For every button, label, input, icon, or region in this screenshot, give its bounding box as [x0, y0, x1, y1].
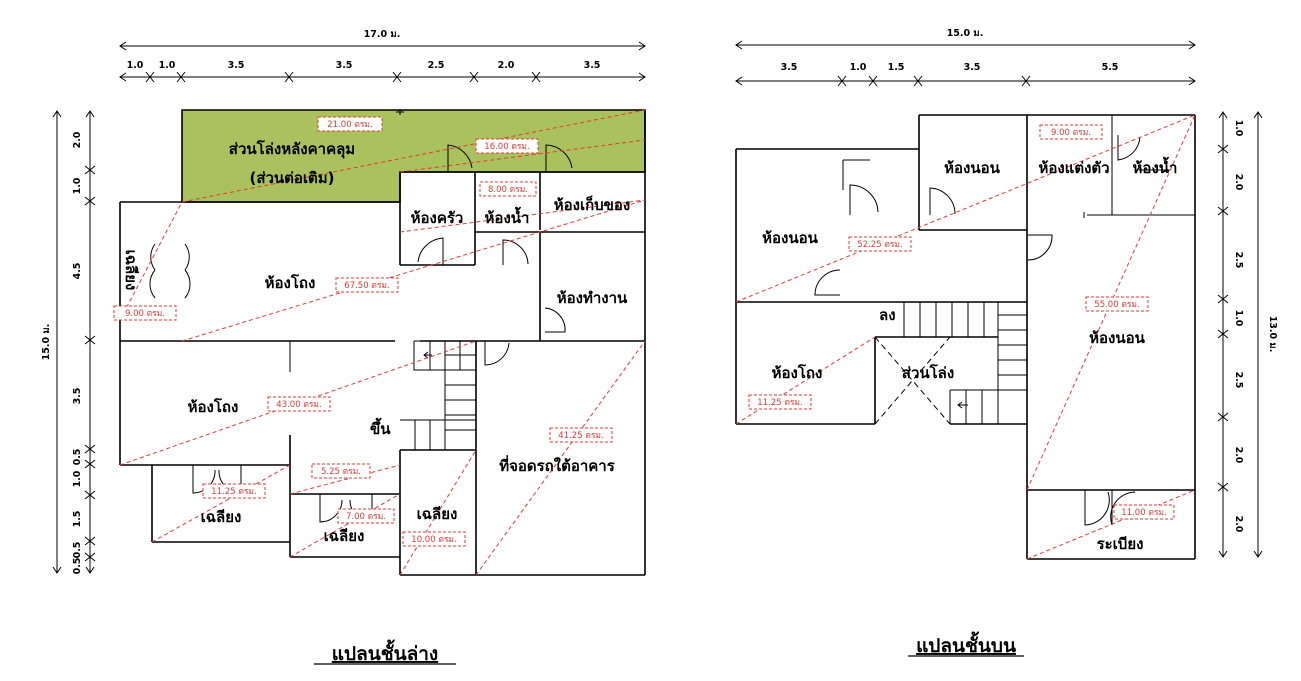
room-balcony: ระเบียง [1097, 535, 1144, 553]
upper-staircase: ลง [874, 302, 1027, 425]
upper-doors [814, 135, 1141, 526]
area-porch-2: 7.00 ตรม. [346, 512, 386, 522]
upper-top-dim-5: 5.5 [1102, 62, 1119, 73]
lower-left-dim-6: 1.0 [72, 470, 83, 487]
upper-right-dim-2: 2.0 [1233, 174, 1244, 191]
area-hall-lower: 43.00 ตรม. [276, 400, 321, 410]
room-parking: ที่จอดรถใต้อาคาร [499, 455, 616, 475]
upper-right-dim-5: 2.5 [1233, 372, 1244, 389]
area-kitchen-zone: 16.00 ตรม. [484, 142, 529, 152]
lower-top-dim-6: 2.0 [498, 60, 515, 71]
lower-top-dim-4: 3.5 [336, 60, 353, 71]
upper-floor-plan: 15.0 ม. 3.5 1.0 1.5 3.5 5.5 1.0 2.0 2.5 … [735, 28, 1278, 657]
upper-total-depth-label: 13.0 ม. [1267, 316, 1278, 353]
upper-total-width-dimension: 15.0 ม. [735, 28, 1196, 50]
lower-top-dim-5: 2.5 [428, 60, 445, 71]
area-bedroom-right: 55.00 ตรม. [1094, 300, 1139, 310]
room-covered-patio-line2: (ส่วนต่อเติม) [249, 169, 334, 187]
lower-top-dim-2: 1.0 [159, 60, 176, 71]
room-side-porch: เฉลียง [122, 250, 140, 291]
upper-top-dim-1: 3.5 [781, 62, 798, 73]
area-porch-3: 10.00 ตรม. [411, 535, 456, 545]
lower-room-labels: ส่วนโล่งหลังคาคลุม (ส่วนต่อเติม) ห้องครั… [122, 139, 630, 545]
upper-right-dim-3: 2.5 [1233, 252, 1244, 269]
upper-right-dim-7: 2.0 [1233, 516, 1244, 533]
area-bedrooms: 52.25 ตรม. [857, 240, 902, 250]
upper-right-dim-6: 2.0 [1233, 447, 1244, 464]
room-office: ห้องทำงาน [557, 289, 628, 307]
upper-right-dimensions: 1.0 2.0 2.5 1.0 2.5 2.0 2.0 [1217, 111, 1244, 558]
lower-top-dimensions: 1.0 1.0 3.5 3.5 2.5 2.0 3.5 [119, 60, 646, 83]
room-bedroom-left: ห้องนอน [762, 229, 818, 247]
lower-top-dim-3: 3.5 [228, 60, 245, 71]
area-side-porch: 9.00 ตรม. [125, 309, 165, 319]
lower-top-dim-7: 3.5 [584, 60, 601, 71]
room-bedroom-right: ห้องนอน [1089, 329, 1145, 347]
room-porch-2: เฉลียง [324, 527, 365, 545]
lower-left-dim-3: 4.5 [72, 263, 83, 280]
lower-left-dim-7: 1.5 [72, 511, 83, 528]
room-porch-3: เฉลียง [417, 505, 458, 523]
lower-left-dim-5: 0.5 [72, 449, 83, 466]
upper-area-tags: 9.00 ตรม. 52.25 ตรม. 55.00 ตรม. 11.25 ตร… [748, 124, 1175, 520]
area-hall-upper: 67.50 ตรม. [344, 281, 389, 291]
area-porch-1: 11.25 ตรม. [211, 487, 256, 497]
lower-left-dim-8: 0.5 [72, 542, 83, 559]
lower-plan-title: แปลนชั้นล่าง [332, 639, 438, 665]
room-covered-patio-line1: ส่วนโล่งหลังคาคลุม [229, 139, 355, 159]
lower-total-width-label: 17.0 ม. [364, 29, 401, 40]
upper-plan-title: แปลนชั้นบน [916, 631, 1016, 657]
upper-top-dim-4: 3.5 [964, 62, 981, 73]
upper-top-dimensions: 3.5 1.0 1.5 3.5 5.5 [735, 62, 1196, 87]
lower-total-depth-dimension: 15.0 ม. [41, 110, 62, 574]
lower-top-dim-1: 1.0 [127, 60, 144, 71]
lower-left-dimensions: 2.0 1.0 4.5 3.5 0.5 1.0 1.5 0.5 0.5 [72, 110, 96, 575]
lower-doors [149, 144, 573, 523]
upper-total-depth-dimension: 13.0 ม. [1253, 111, 1278, 558]
lower-left-dim-2: 1.0 [72, 177, 83, 194]
lower-left-dim-4: 3.5 [72, 388, 83, 405]
room-kitchen: ห้องครัว [411, 209, 464, 227]
lower-area-tags: 21.00 ตรม. 16.00 ตรม. 8.00 ตรม. 67.50 ตร… [113, 116, 613, 547]
area-parking: 41.25 ตรม. [558, 431, 603, 441]
room-storage: ห้องเก็บของ [554, 195, 631, 214]
upper-total-width-label: 15.0 ม. [947, 28, 984, 39]
lower-floor-plan: 17.0 ม. 1.0 1.0 3.5 3.5 2.5 2.0 3.5 15.0… [41, 29, 646, 665]
lower-left-dim-1: 2.0 [72, 131, 83, 148]
area-hall: 11.25 ตรม. [757, 398, 802, 408]
room-void: ส่วนโล่ง [902, 363, 954, 382]
area-patio: 21.00 ตรม. [327, 120, 372, 130]
area-porch-mid: 5.25 ตรม. [321, 467, 361, 477]
upper-top-dim-2: 1.0 [850, 62, 867, 73]
upper-right-dim-1: 1.0 [1233, 120, 1244, 137]
room-hall-upper-floor: ห้องโถง [772, 363, 823, 382]
lower-walls [119, 110, 646, 576]
lower-left-dim-9: 0.5 [72, 558, 83, 575]
lower-total-depth-label: 15.0 ม. [41, 324, 52, 361]
lower-total-width-dimension: 17.0 ม. [119, 29, 646, 51]
room-dressing: ห้องแต่งตัว [1038, 159, 1109, 177]
room-bedroom-mid: ห้องนอน [944, 159, 1000, 177]
area-master: 9.00 ตรม. [1051, 128, 1091, 138]
stair-down-label: ลง [879, 306, 896, 324]
lower-staircase: ขึ้น [370, 340, 476, 451]
room-bathroom: ห้องน้ำ [485, 206, 530, 227]
lower-area-lines [119, 109, 646, 576]
stair-up-label: ขึ้น [370, 417, 391, 438]
room-hall-lower: ห้องโถง [188, 397, 239, 416]
room-porch-1: เฉลียง [201, 508, 242, 526]
upper-room-labels: ห้องนอน ห้องนอน ห้องแต่งตัว ห้องน้ำ ห้อง… [762, 156, 1177, 553]
upper-top-dim-3: 1.5 [888, 62, 905, 73]
upper-right-dim-4: 1.0 [1233, 310, 1244, 327]
room-bathroom-upper: ห้องน้ำ [1133, 156, 1178, 177]
area-balcony: 11.00 ตรม. [1121, 508, 1166, 518]
room-hall-upper: ห้องโถง [265, 273, 316, 292]
area-bath-zone: 8.00 ตรม. [488, 185, 528, 195]
